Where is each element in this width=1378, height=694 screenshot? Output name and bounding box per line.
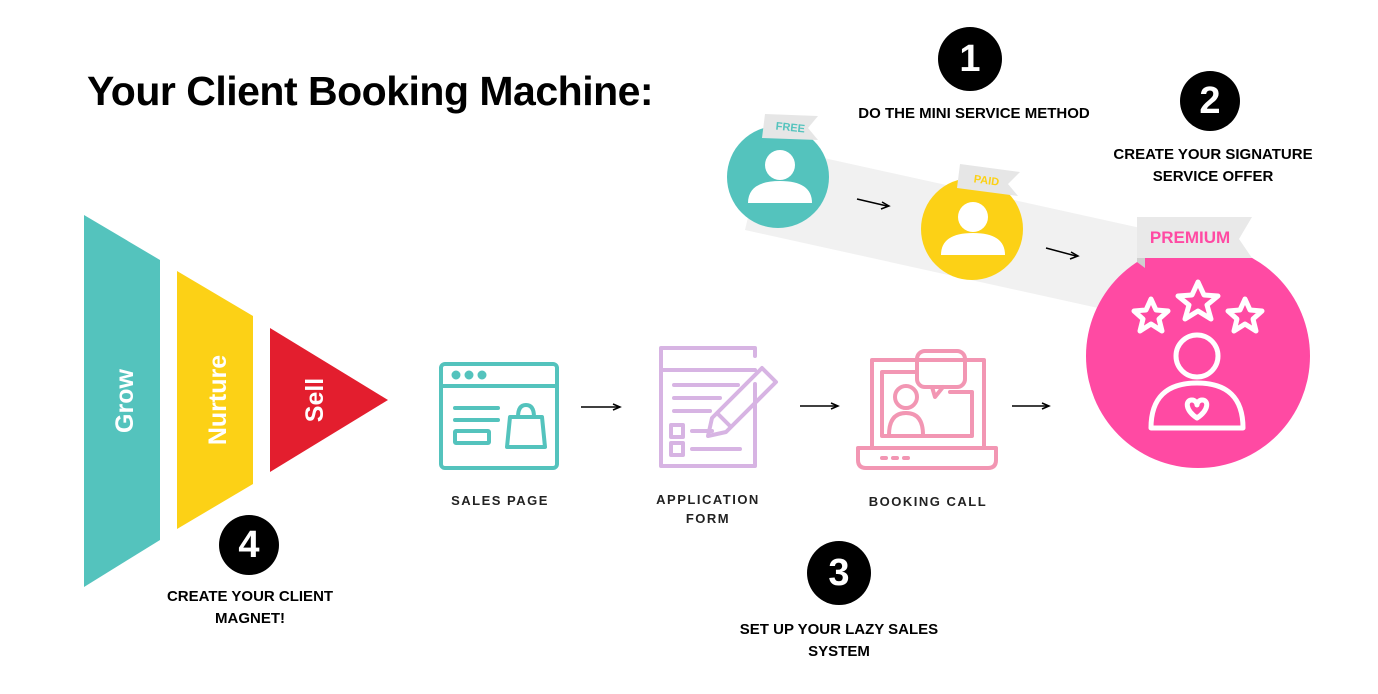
- process-arrow-2: [800, 402, 840, 410]
- funnel-sell-shape: [270, 328, 388, 472]
- tier-arrow-1: [856, 198, 891, 210]
- step-1-label: DO THE MINI SERVICE METHOD: [858, 105, 1090, 122]
- application-caption-line2: FORM: [685, 511, 731, 526]
- step-4-label-line2: MAGNET!: [215, 610, 285, 627]
- free-user-icon: [748, 150, 812, 203]
- free-flag-label: FREE: [775, 121, 805, 136]
- application-caption-line1: APPLICATION: [656, 492, 760, 507]
- paid-flag: [957, 164, 1020, 196]
- paid-flag-label: PAID: [973, 173, 1000, 188]
- premium-flag-fold: [1137, 258, 1145, 268]
- step-3-label: SET UP YOUR LAZY SALES SYSTEM: [704, 619, 974, 663]
- premium-flag: [1137, 217, 1252, 258]
- funnel-grow-shape: [84, 215, 160, 587]
- booking-call-caption: BOOKING CALL: [868, 494, 988, 509]
- step-1-badge: 1: [938, 27, 1002, 91]
- step-4-badge: 4: [219, 515, 279, 575]
- step-4-label-line1: CREATE YOUR CLIENT: [166, 588, 334, 605]
- step-3-label-line2: SYSTEM: [808, 643, 870, 660]
- premium-flag-label: PREMIUM: [1150, 228, 1230, 247]
- sales-page-icon: [439, 362, 559, 470]
- booking-call-icon: [856, 349, 998, 470]
- step-3-label-line1: SET UP YOUR LAZY SALES: [739, 621, 939, 638]
- funnel-label-grow: Grow: [111, 369, 139, 433]
- free-flag: [762, 114, 818, 140]
- application-form-caption: APPLICATION FORM: [638, 490, 778, 528]
- premium-tier-circle: [1086, 244, 1310, 468]
- paid-user-icon: [941, 202, 1005, 255]
- step-2-badge: 2: [1180, 71, 1240, 131]
- step-2-label-line2: SERVICE OFFER: [1152, 168, 1274, 185]
- process-arrow-3: [1012, 402, 1051, 410]
- application-form-icon: [659, 346, 778, 468]
- step-2-label-line1: CREATE YOUR SIGNATURE: [1113, 146, 1313, 163]
- sales-page-caption: SALES PAGE: [451, 493, 549, 508]
- process-arrow-1: [581, 403, 622, 411]
- step-3-badge: 3: [807, 541, 871, 605]
- funnel-nurture-shape: [177, 271, 253, 529]
- tier-arrow-2: [1045, 247, 1080, 260]
- step-4-label: CREATE YOUR CLIENT MAGNET!: [130, 586, 370, 630]
- funnel-label-nurture: Nurture: [204, 355, 232, 445]
- step-2-label: CREATE YOUR SIGNATURE SERVICE OFFER: [1082, 144, 1344, 188]
- premium-stars-user-icon: [1131, 279, 1265, 431]
- funnel-label-sell: Sell: [301, 378, 329, 422]
- page-title: Your Client Booking Machine:: [87, 68, 654, 114]
